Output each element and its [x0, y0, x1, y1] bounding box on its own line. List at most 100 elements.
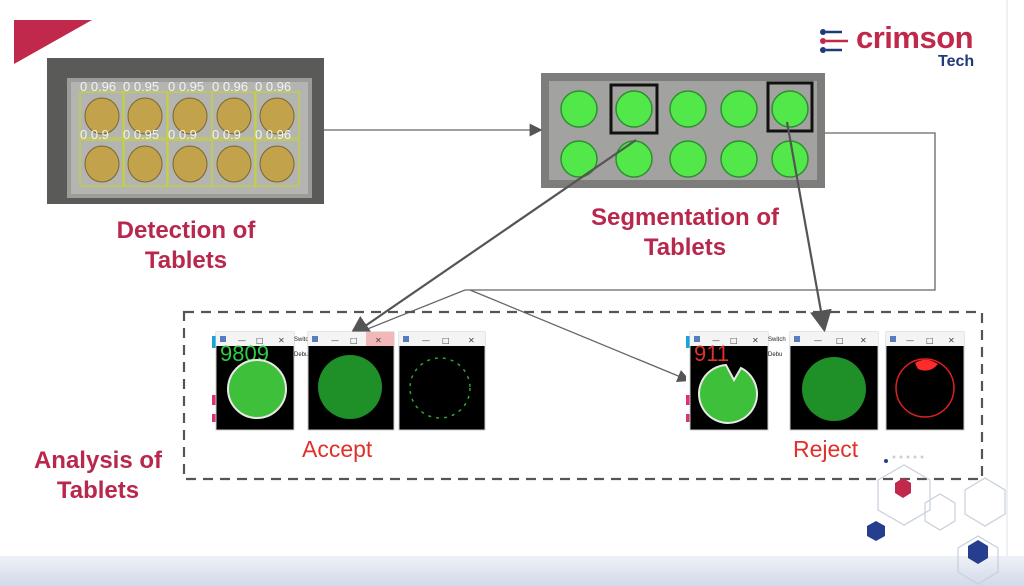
reject-counter: 911: [694, 341, 729, 366]
detection-score: 0 0.95: [123, 127, 159, 142]
detection-label: Detection of Tablets: [96, 216, 276, 276]
detection-label-line1: Detection of: [116, 217, 256, 244]
circuit-mark-icon: [820, 29, 848, 53]
maximize-icon[interactable]: □: [442, 336, 450, 345]
minimize-icon[interactable]: —: [422, 336, 430, 345]
debug-label-reject: Debu: [768, 352, 782, 358]
app-icon: [694, 336, 700, 342]
minimize-icon[interactable]: —: [906, 336, 914, 345]
tablet: [84, 145, 120, 183]
detection-score: 0 0.96: [80, 79, 116, 94]
seg-to-accept-arrow: [348, 139, 637, 338]
tablet: [216, 145, 252, 183]
detection-box: [79, 139, 125, 187]
detection-score: 0 0.95: [123, 79, 159, 94]
switch-label-accept: Switch: [294, 337, 312, 343]
close-icon[interactable]: ✕: [468, 336, 475, 345]
segmentation-label-line1: Segmentation of: [590, 204, 779, 231]
close-icon[interactable]: ✕: [948, 336, 955, 345]
app-icon: [220, 336, 226, 342]
accept-verdict: Accept: [302, 436, 373, 462]
hexagon-crimson: [895, 478, 911, 498]
detection-box: [211, 91, 257, 139]
accept-window-mask: — □ ✕: [307, 331, 395, 431]
detection-score: 0 0.9: [212, 127, 241, 142]
analysis-label-line2: Tablets: [56, 477, 140, 504]
segmented-tablet: [669, 140, 707, 178]
detection-box: [122, 139, 168, 187]
minimize-icon[interactable]: —: [238, 336, 246, 345]
minimize-icon[interactable]: —: [331, 336, 339, 345]
tablet: [84, 97, 120, 135]
analysis-label: Analysis of Tablets: [18, 446, 178, 506]
seg-to-reject-arrow: [785, 121, 832, 333]
tablet: [172, 145, 208, 183]
logo-word: crimson: [856, 20, 974, 55]
hexagon-navy: [867, 521, 885, 541]
detection-box: [79, 91, 125, 139]
minimize-icon[interactable]: —: [712, 336, 720, 345]
segmented-tablet: [720, 90, 758, 128]
reject-window-edge: — □ ✕: [885, 331, 965, 431]
tablet: [127, 97, 163, 135]
selection-box-accept: [609, 83, 659, 135]
segmentation-photo-svg: [541, 73, 825, 188]
detection-photo-svg: 0 0.96 0 0.95 0 0.95 0 0.96 0 0.96 0 0.9 0 0.9…: [47, 58, 324, 204]
bottom-band: [0, 556, 1024, 586]
segmented-tablet: [560, 140, 598, 178]
detection-score: 0 0.95: [168, 79, 204, 94]
maximize-icon[interactable]: □: [926, 336, 934, 345]
minimize-icon[interactable]: —: [814, 336, 822, 345]
accept-window-edge: — □ ✕: [398, 331, 486, 431]
accept-window-raw: — □ ✕ 9809: [215, 331, 295, 431]
detection-box: [211, 139, 257, 187]
switch-label-reject: Switch: [768, 337, 786, 343]
close-icon[interactable]: ✕: [278, 336, 285, 345]
reject-window-raw: — □ ✕ 911: [689, 331, 769, 431]
logo-sub: Tech: [938, 53, 975, 70]
debug-label-accept: Debu: [294, 352, 308, 358]
segmented-tablet: [720, 140, 758, 178]
close-icon[interactable]: ✕: [860, 336, 867, 345]
maximize-icon[interactable]: □: [836, 336, 844, 345]
detection-label-line2: Tablets: [144, 247, 228, 274]
maximize-icon[interactable]: □: [730, 336, 738, 345]
maximize-icon[interactable]: □: [350, 336, 358, 345]
detection-box: [122, 91, 168, 139]
close-icon[interactable]: ✕: [375, 336, 382, 345]
slide-edge-line: [1006, 0, 1008, 586]
analysis-dashed-box: [182, 310, 984, 481]
tablet: [259, 145, 295, 183]
tablet: [172, 97, 208, 135]
app-icon: [403, 336, 409, 342]
close-icon[interactable]: ✕: [752, 336, 759, 345]
segmentation-photo: [541, 73, 825, 188]
detection-score: 0 0.96: [212, 79, 248, 94]
segmented-tablet: [560, 90, 598, 128]
tablet: [259, 97, 295, 135]
app-icon: [794, 336, 800, 342]
loop-connector: [349, 132, 936, 337]
detection-photo: 0 0.96 0 0.95 0 0.95 0 0.96 0 0.96 0 0.9 0 0.9…: [47, 58, 324, 204]
analysis-label-line1: Analysis of: [33, 447, 163, 474]
segmentation-label: Segmentation of Tablets: [560, 203, 810, 263]
segmentation-label-line2: Tablets: [643, 234, 727, 261]
detection-box: [254, 91, 300, 139]
detection-score: 0 0.9: [80, 127, 109, 142]
tablet: [127, 145, 163, 183]
corner-triangle: [14, 20, 92, 64]
app-icon: [312, 336, 318, 342]
detection-box: [254, 139, 300, 187]
detection-score: 0 0.96: [255, 127, 291, 142]
app-icon: [890, 336, 896, 342]
detection-score: 0 0.96: [255, 79, 291, 94]
reject-window-mask: — □ ✕: [789, 331, 879, 431]
segmented-tablet: [615, 90, 653, 128]
segmented-tablet: [771, 90, 809, 128]
detection-score: 0 0.9: [168, 127, 197, 142]
maximize-icon[interactable]: □: [256, 336, 264, 345]
